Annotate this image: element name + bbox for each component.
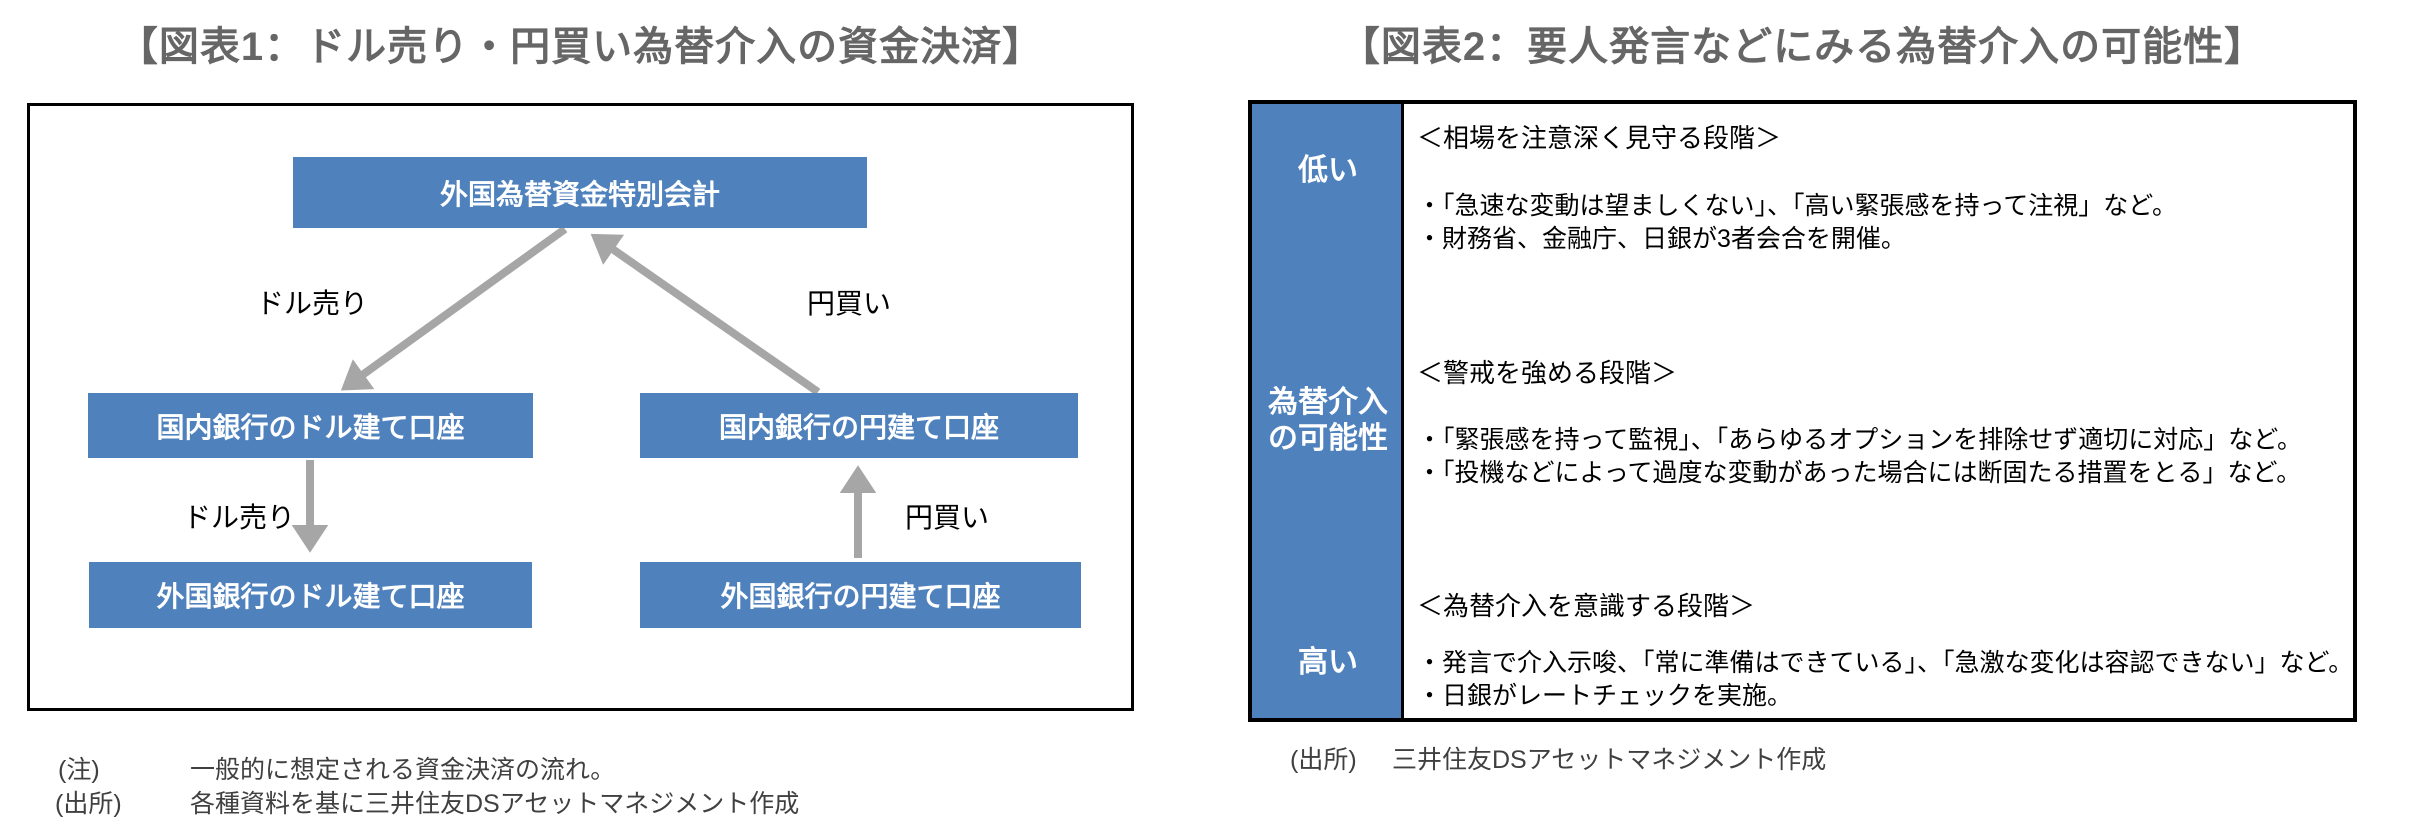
- probability-label-middle-line2: の可能性: [1268, 422, 1388, 455]
- node-domestic-jpy-account: 国内銀行の円建て口座: [640, 393, 1078, 458]
- node-domestic-usd-account: 国内銀行のドル建て口座: [88, 393, 533, 458]
- flow-label-yen-buy-lower: 円買い: [905, 502, 990, 533]
- fig2-source-label: (出所): [1290, 746, 1357, 774]
- fig1-note-label: (注): [58, 756, 100, 784]
- probability-column: 低い 為替介入 の可能性 高い: [1252, 104, 1404, 718]
- stage3-bullet: ・発言で介入示唆、「常に準備はできている」、「急激な変化は容認できない」など。: [1417, 649, 2354, 677]
- node-foreign-usd-account: 外国銀行のドル建て口座: [89, 562, 532, 628]
- flow-label-yen-buy-upper: 円買い: [807, 288, 892, 319]
- stage2-bullet: ・「投機などによって過度な変動があった場合には断固たる措置をとる」など。: [1417, 459, 2302, 487]
- fig1-source-text: 各種資料を基に三井住友DSアセットマネジメント作成: [190, 790, 800, 818]
- stage3-heading: ＜為替介入を意識する段階＞: [1417, 591, 1756, 621]
- fig2-source-text: 三井住友DSアセットマネジメント作成: [1392, 746, 1827, 774]
- stage2-heading: ＜警戒を強める段階＞: [1417, 358, 1678, 388]
- stage1-bullet: ・「急速な変動は望ましくない」、「高い緊張感を持って注視」など。: [1417, 192, 2178, 220]
- node-foreign-jpy-account: 外国銀行の円建て口座: [640, 562, 1081, 628]
- fig2-title: 【図表2：要人発言などにみる為替介入の可能性】: [1339, 25, 2266, 69]
- arrow-dollar-sell-diagonal-icon: [340, 225, 568, 391]
- fig2-intervention-table: 低い 為替介入 の可能性 高い ＜相場を注意深く見守る段階＞ ・「急速な変動は望…: [1248, 100, 2357, 722]
- probability-label-middle: 為替介入 の可能性: [1252, 385, 1404, 457]
- arrow-yen-buy-diagonal-icon: [590, 233, 821, 396]
- probability-label-high: 高い: [1298, 646, 1358, 679]
- stage1-heading: ＜相場を注意深く見守る段階＞: [1417, 123, 1782, 153]
- fig1-source-label: (出所): [55, 790, 122, 818]
- flow-label-dollar-sell-lower: ドル売り: [183, 502, 296, 533]
- node-special-account: 外国為替資金特別会計: [293, 157, 867, 228]
- probability-label-middle-line1: 為替介入: [1268, 386, 1388, 419]
- probability-label-low: 低い: [1298, 154, 1358, 187]
- flow-label-dollar-sell-upper: ドル売り: [256, 288, 369, 319]
- fig1-flow-arrows: [291, 225, 877, 558]
- stage1-bullet: ・財務省、金融庁、日銀が3者会合を開催。: [1417, 225, 1906, 253]
- fig1-note-text: 一般的に想定される資金決済の流れ。: [190, 756, 616, 784]
- stage3-bullet: ・日銀がレートチェックを実施。: [1417, 682, 1793, 710]
- fig1-title: 【図表1：ドル売り・円買い為替介入の資金決済】: [117, 25, 1044, 69]
- stage2-bullet: ・「緊張感を持って監視」、「あらゆるオプションを排除せず適切に対応」など。: [1417, 426, 2303, 454]
